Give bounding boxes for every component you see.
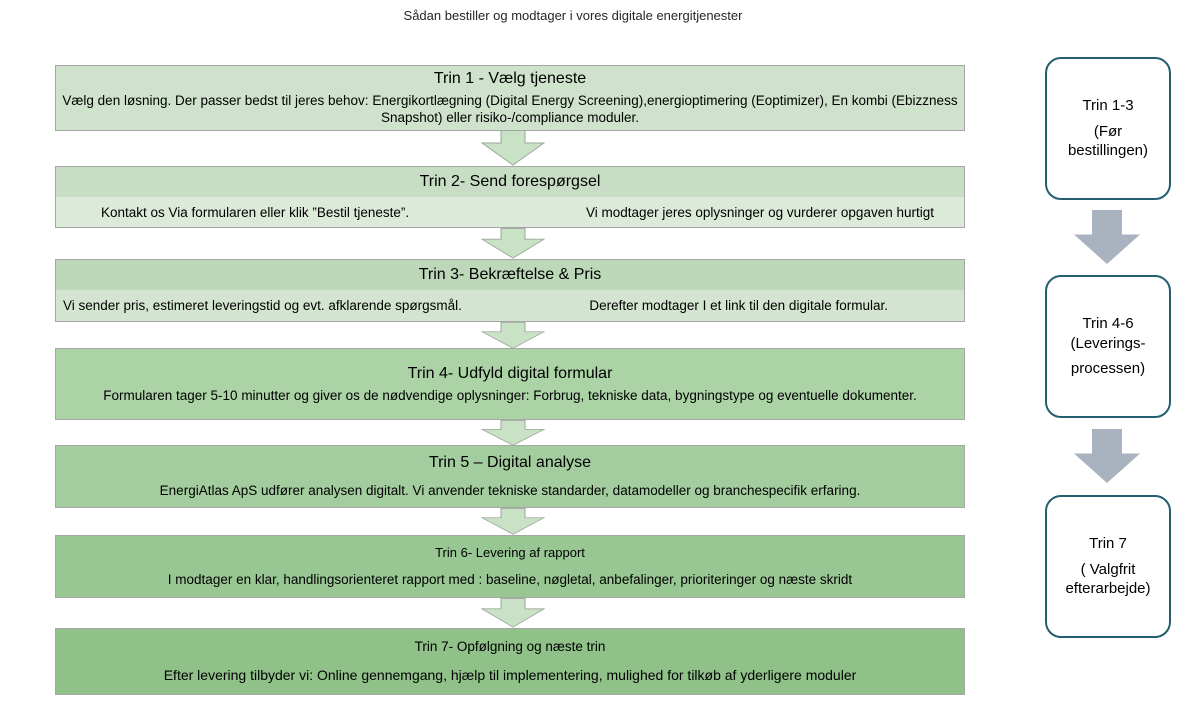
down-arrow-icon [481,508,545,535]
step-title: Trin 6- Levering af rapport [435,544,585,560]
step-box-trin-3: Trin 3- Bekræftelse & Pris Vi sender pri… [55,259,965,322]
down-arrow-icon [481,130,545,166]
step-body-right: Vi modtager jeres oplysninger og vurdere… [586,204,934,220]
step-body-left: Vi sender pris, estimeret leveringstid o… [63,298,462,313]
phase-subtitle: processen) [1070,360,1146,378]
step-body-left: Kontakt os Via formularen eller klik ”Be… [101,204,410,220]
down-arrow-icon [1074,210,1140,264]
phase-title: Trin 4-6 (Leverings- [1070,315,1146,352]
step-body: Vælg den løsning. Der passer bedst til j… [62,92,958,126]
phase-box-trin-4-6: Trin 4-6 (Leverings- processen) [1045,275,1171,418]
down-arrow-icon [481,420,545,446]
down-arrow-icon [481,598,545,628]
step-title: Trin 3- Bekræftelse & Pris [56,260,964,290]
step-body: Vi sender pris, estimeret leveringstid o… [56,290,964,321]
step-body: Kontakt os Via formularen eller klik ”Be… [56,197,964,227]
down-arrow-icon [481,322,545,349]
page-title: Sådan bestiller og modtager i vores digi… [403,8,743,23]
phase-subtitle: ( Valgfrit efterarbejde) [1065,560,1151,598]
down-arrow-icon [481,228,545,259]
step-body: Efter levering tilbyder vi: Online genne… [163,667,857,683]
step-title: Trin 2- Send forespørgsel [56,167,964,197]
phase-subtitle: (Før bestillingen) [1067,122,1149,160]
step-box-trin-6: Trin 6- Levering af rapport I modtager e… [55,535,965,598]
phase-title: Trin 1-3 [1082,97,1134,115]
phase-box-trin-7: Trin 7 ( Valgfrit efterarbejde) [1045,495,1171,638]
step-body: Formularen tager 5-10 minutter og giver … [103,387,917,403]
phase-title: Trin 7 [1089,535,1127,553]
step-body: I modtager en klar, handlingsorienteret … [167,571,853,587]
step-body: EnergiAtlas ApS udfører analysen digital… [159,483,861,499]
phase-box-trin-1-3: Trin 1-3 (Før bestillingen) [1045,57,1171,200]
step-title: Trin 4- Udfyld digital formular [407,364,613,382]
step-title: Trin 1 - Vælg tjeneste [433,70,587,88]
step-box-trin-4: Trin 4- Udfyld digital formular Formular… [55,348,965,420]
step-box-trin-1: Trin 1 - Vælg tjeneste Vælg den løsning.… [55,65,965,131]
step-title: Trin 5 – Digital analyse [428,454,592,472]
down-arrow-icon [1074,429,1140,483]
step-title: Trin 7- Opfølgning og næste trin [414,638,606,654]
step-box-trin-2: Trin 2- Send forespørgsel Kontakt os Via… [55,166,965,228]
step-box-trin-7: Trin 7- Opfølgning og næste trin Efter l… [55,628,965,695]
step-body-right: Derefter modtager I et link til den digi… [589,298,888,313]
step-box-trin-5: Trin 5 – Digital analyse EnergiAtlas ApS… [55,445,965,508]
